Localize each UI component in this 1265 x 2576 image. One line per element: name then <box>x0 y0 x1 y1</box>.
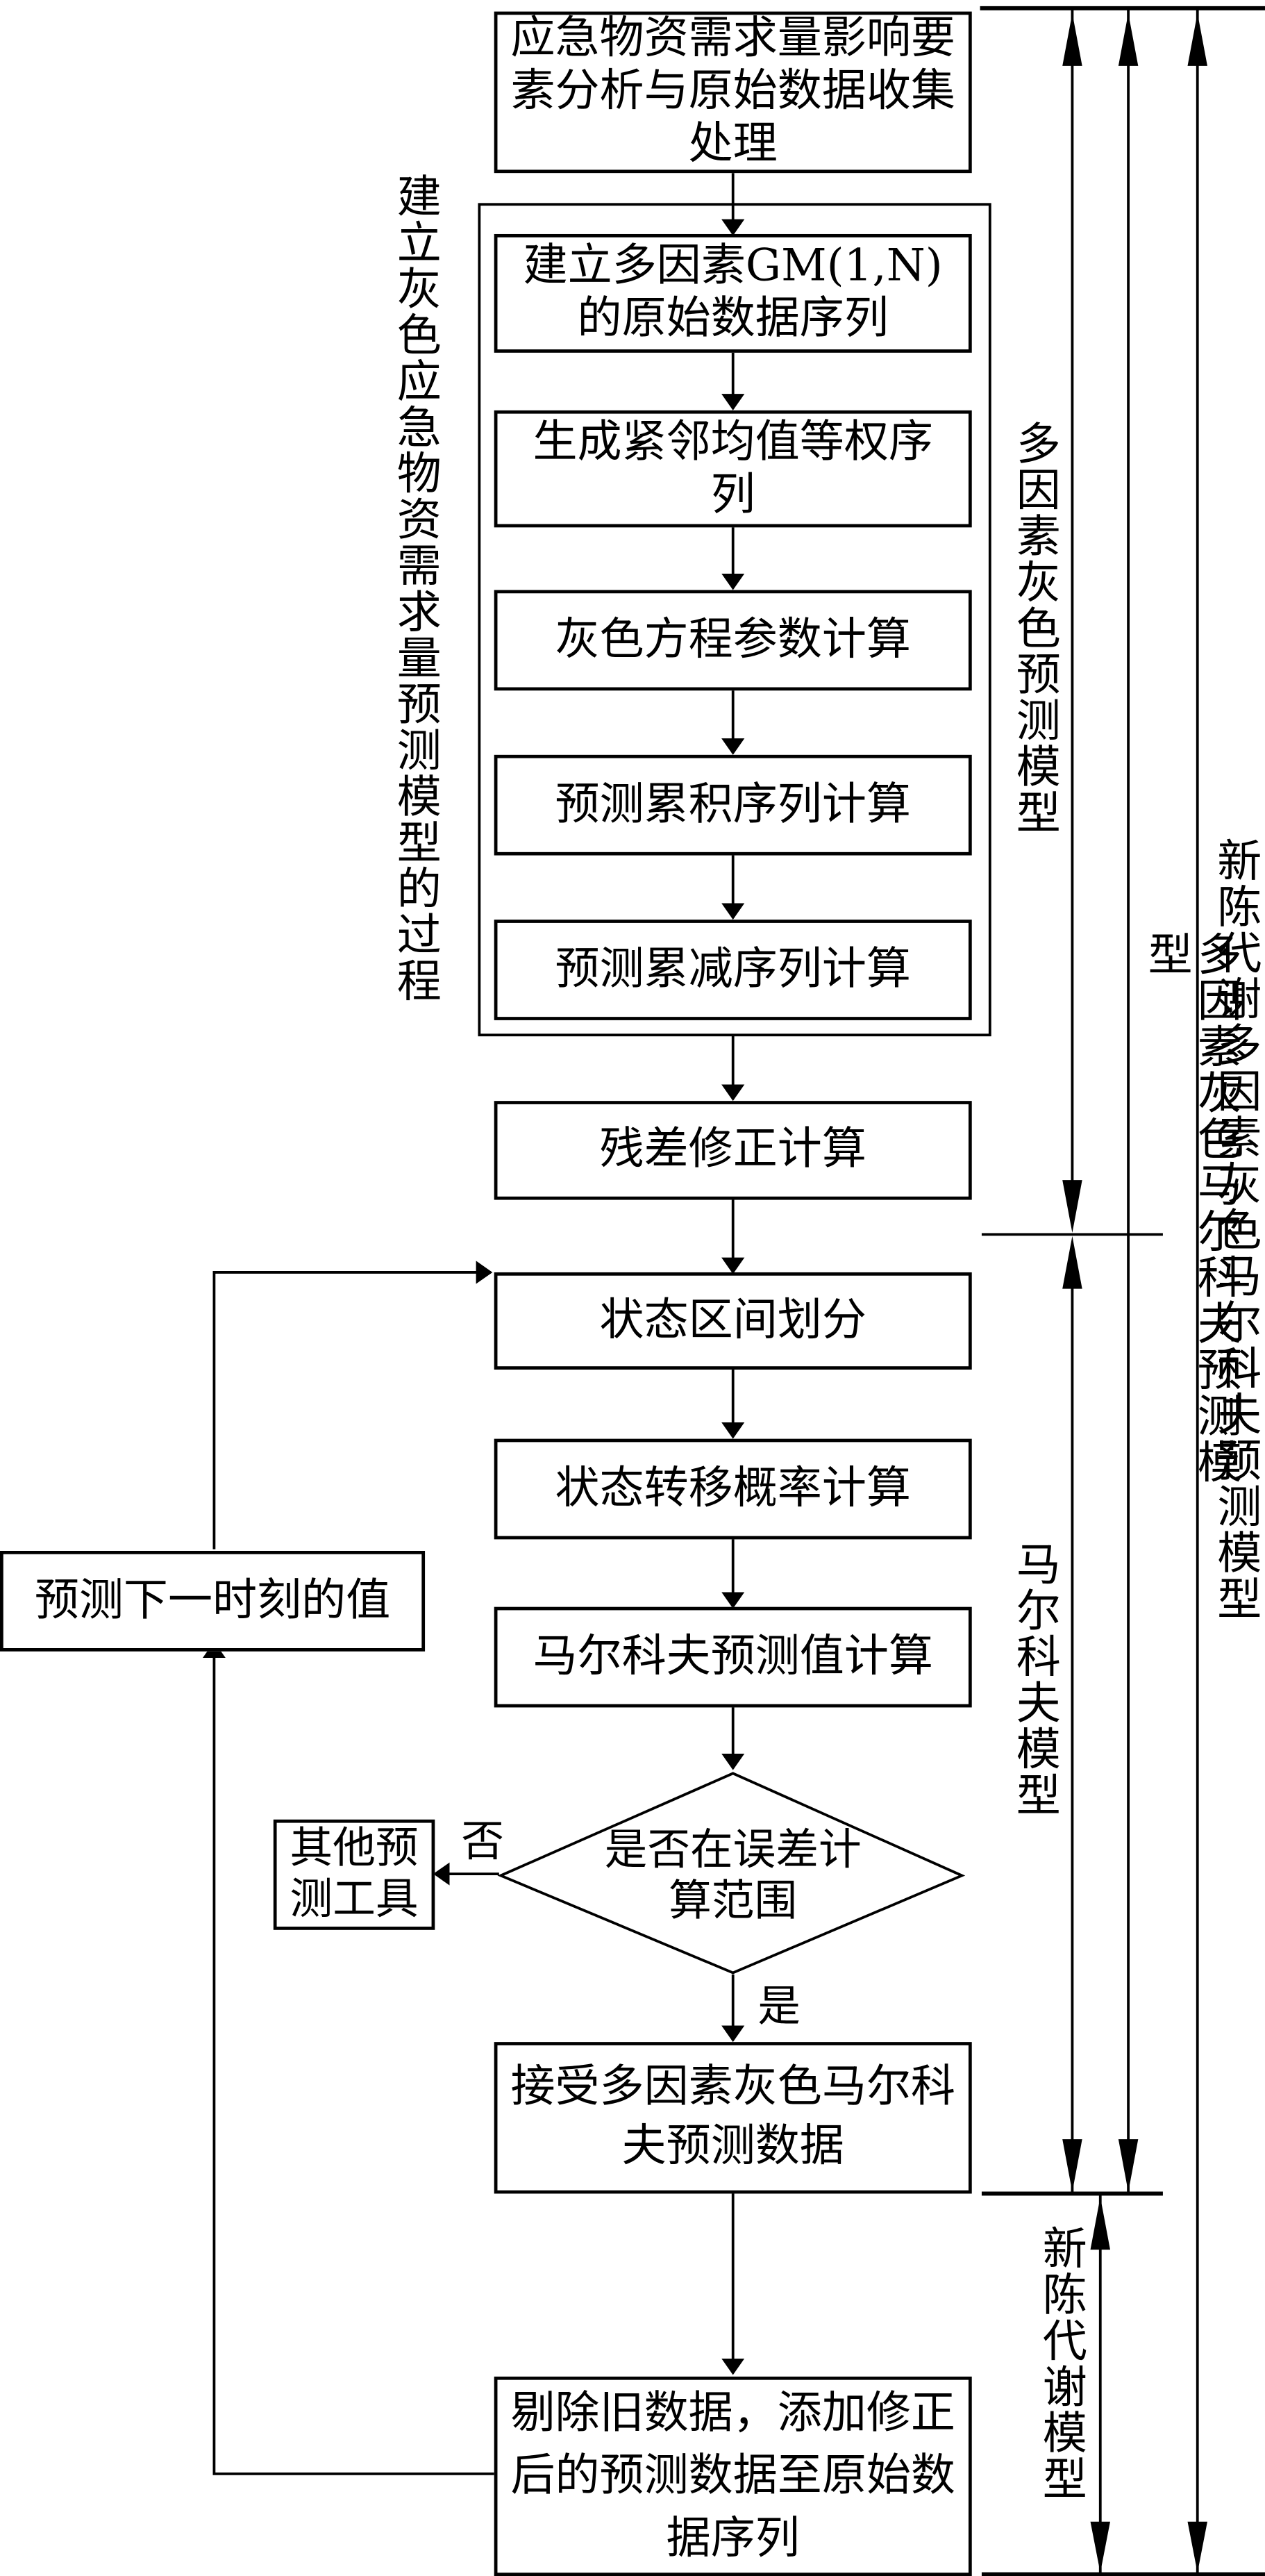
group-label-multi-grey-markov: 多因素灰色马尔科夫预测模型 <box>1139 931 1241 1486</box>
decision-diamond <box>497 1772 966 1975</box>
step-mean-sequence: 生成紧邻均值等权序列 <box>494 410 972 528</box>
group-label-multi-grey: 多因素灰色预测模型 <box>1007 420 1059 836</box>
group-label-full-model: 新陈代谢多因素灰色马尔科夫预测模型 <box>1209 837 1260 1622</box>
step-predict-next: 预测下一时刻的值 <box>0 1550 426 1652</box>
edge-label-yes: 是 <box>757 1982 801 2032</box>
step-reduce: 预测累减序列计算 <box>494 920 972 1020</box>
group-label-markov: 马尔科夫模型 <box>1007 1540 1059 1818</box>
group-label-metabolism: 新陈代谢模型 <box>1034 2225 1086 2502</box>
step-residual: 残差修正计算 <box>494 1101 972 1200</box>
feedback-predict-to-state <box>212 1261 493 1549</box>
step-transition: 状态转移概率计算 <box>494 1438 972 1540</box>
step-grey-params: 灰色方程参数计算 <box>494 590 972 691</box>
feedback-metabolism-to-predict <box>202 1641 494 2475</box>
step-accept: 接受多因素灰色马尔科夫预测数据 <box>494 2042 972 2194</box>
grey-process-frame <box>478 203 991 1037</box>
step-metabolism: 剔除旧数据，添加修正后的预测数据至原始数据序列 <box>494 2376 972 2576</box>
step-other-tools: 其他预测工具 <box>273 1819 435 1930</box>
step-build-sequence: 建立多因素GM(1,N)的原始数据序列 <box>494 233 972 353</box>
step-markov-value: 马尔科夫预测值计算 <box>494 1606 972 1708</box>
group-label-grey-process: 建立灰色应急物资需求量预测模型的过程 <box>388 173 440 1004</box>
decision-text: 是否在误差计算范围 <box>604 1826 862 1927</box>
edge-label-no: 否 <box>461 1818 504 1868</box>
step-collect: 应急物资需求量影响要素分析与原始数据收集处理 <box>494 11 972 174</box>
step-accumulate: 预测累积序列计算 <box>494 754 972 856</box>
step-state-divide: 状态区间划分 <box>494 1272 972 1370</box>
